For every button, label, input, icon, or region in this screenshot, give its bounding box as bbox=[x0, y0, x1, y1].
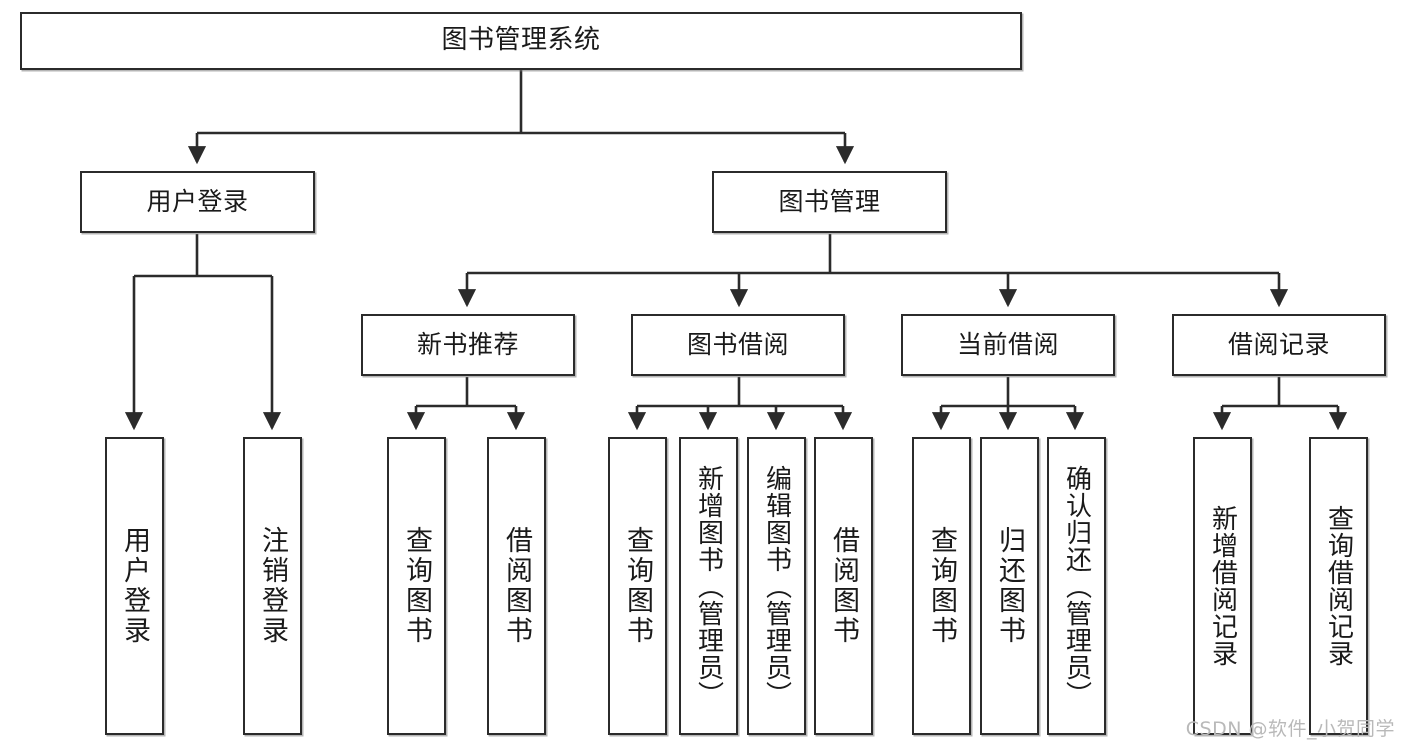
leaf-book-borrow-borrow-book[interactable]: 借阅图书 bbox=[814, 437, 873, 735]
node-new-book-recommend[interactable]: 新书推荐 bbox=[361, 314, 575, 376]
node-borrow-record[interactable]: 借阅记录 bbox=[1172, 314, 1386, 376]
node-label: 查询图书 bbox=[622, 526, 653, 646]
node-user-login[interactable]: 用户登录 bbox=[80, 171, 315, 233]
leaf-borrow-record-add-record[interactable]: 新增借阅记录 bbox=[1193, 437, 1252, 735]
node-label: 注销登录 bbox=[257, 526, 288, 646]
node-current-borrow[interactable]: 当前借阅 bbox=[901, 314, 1115, 376]
node-label: 新增借阅记录 bbox=[1207, 505, 1238, 667]
node-label: 当前借阅 bbox=[956, 330, 1059, 359]
node-book-borrow[interactable]: 图书借阅 bbox=[631, 314, 845, 376]
leaf-new-book-borrow-book[interactable]: 借阅图书 bbox=[487, 437, 546, 735]
node-label: 确认归还（管理员） bbox=[1061, 464, 1092, 708]
node-label: 新书推荐 bbox=[416, 330, 519, 359]
node-label: 用户登录 bbox=[119, 526, 150, 646]
leaf-user-login-logout[interactable]: 注销登录 bbox=[243, 437, 302, 735]
leaf-current-borrow-query-book[interactable]: 查询图书 bbox=[912, 437, 971, 735]
node-label: 图书借阅 bbox=[686, 330, 789, 359]
node-label: 借阅图书 bbox=[501, 526, 532, 646]
node-label: 借阅记录 bbox=[1227, 330, 1330, 359]
node-label: 借阅图书 bbox=[828, 526, 859, 646]
leaf-book-borrow-add-book-admin[interactable]: 新增图书（管理员） bbox=[679, 437, 738, 735]
node-label: 查询图书 bbox=[401, 526, 432, 646]
leaf-book-borrow-edit-book-admin[interactable]: 编辑图书（管理员） bbox=[747, 437, 806, 735]
leaf-user-login-login[interactable]: 用户登录 bbox=[105, 437, 164, 735]
node-label: 查询借阅记录 bbox=[1323, 505, 1354, 667]
node-label: 用户登录 bbox=[146, 187, 249, 216]
node-label: 归还图书 bbox=[994, 526, 1025, 646]
leaf-borrow-record-query-record[interactable]: 查询借阅记录 bbox=[1309, 437, 1368, 735]
leaf-current-borrow-return-book[interactable]: 归还图书 bbox=[980, 437, 1039, 735]
node-label: 图书管理系统 bbox=[441, 25, 601, 56]
node-root-book-management-system[interactable]: 图书管理系统 bbox=[20, 12, 1022, 70]
leaf-current-borrow-confirm-return-admin[interactable]: 确认归还（管理员） bbox=[1047, 437, 1106, 735]
leaf-new-book-query-book[interactable]: 查询图书 bbox=[387, 437, 446, 735]
leaf-book-borrow-query-book[interactable]: 查询图书 bbox=[608, 437, 667, 735]
node-label: 新增图书（管理员） bbox=[693, 464, 724, 708]
node-book-management[interactable]: 图书管理 bbox=[712, 171, 947, 233]
csdn-watermark: CSDN @软件_小贺同学 bbox=[1185, 718, 1395, 740]
node-label: 查询图书 bbox=[926, 526, 957, 646]
node-label: 编辑图书（管理员） bbox=[761, 464, 792, 708]
node-label: 图书管理 bbox=[778, 187, 881, 216]
